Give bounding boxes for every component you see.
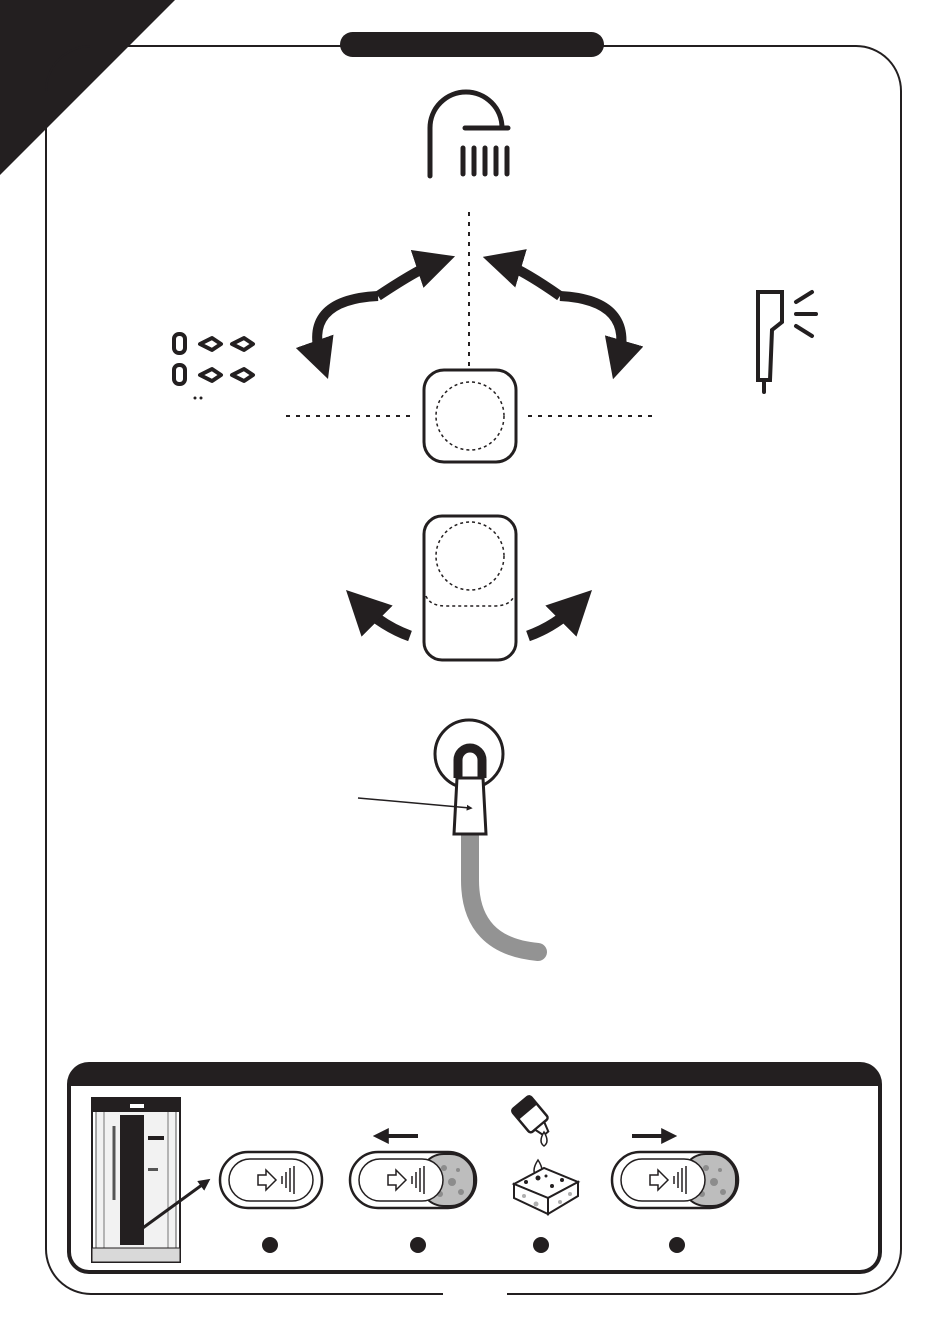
step-1-aerator (220, 1152, 322, 1253)
detergent-sponge-icon (511, 1095, 578, 1253)
step-marker (410, 1237, 426, 1253)
step-marker (533, 1237, 549, 1253)
step-marker (669, 1237, 685, 1253)
step-marker (262, 1237, 278, 1253)
shower-cabin-thumbnail (92, 1098, 206, 1262)
step-2-remove (350, 1136, 476, 1253)
step-4-insert (612, 1136, 738, 1253)
